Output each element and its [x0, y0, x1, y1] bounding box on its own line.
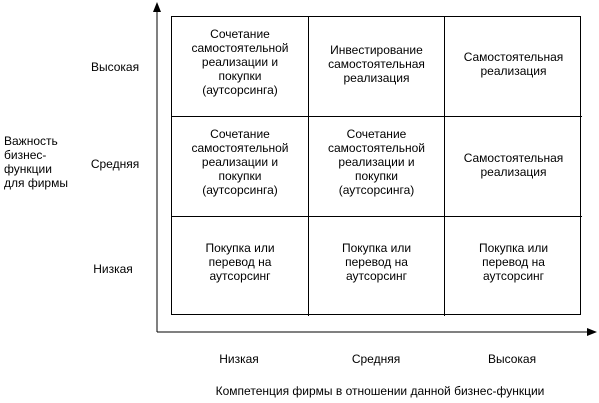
- y-axis-title: Важность бизнес- функции для фирмы: [4, 134, 68, 190]
- cell-low-medium: Покупка или перевод на аутсорсинг: [309, 217, 445, 316]
- y-level-low: Низкая: [93, 262, 133, 276]
- x-axis-arrowhead: [587, 328, 597, 336]
- cell-medium-low: Сочетание самостоятельной реализации и п…: [172, 117, 309, 217]
- x-level-high: Высокая: [487, 352, 537, 366]
- x-level-low: Низкая: [219, 352, 259, 366]
- cell-high-low: Сочетание самостоятельной реализации и п…: [172, 17, 309, 117]
- y-level-high: Высокая: [90, 60, 140, 74]
- cell-low-high: Покупка или перевод на аутсорсинг: [478, 241, 549, 283]
- cell-high-high: Самостоятельная реализация: [445, 17, 582, 117]
- cell-high-medium: Инвестирование самостоятельная реализаци…: [309, 17, 445, 117]
- cell-medium-high: Самостоятельная реализация: [445, 117, 582, 217]
- cell-low-low: Покупка или перевод на аутсорсинг: [172, 217, 309, 316]
- y-axis-arrowhead: [153, 2, 161, 12]
- cell-medium-medium: Сочетание самостоятельной реализации и п…: [309, 117, 445, 217]
- decision-matrix: Сочетание самостоятельной реализации и п…: [171, 16, 582, 316]
- x-level-medium: Средняя: [351, 352, 401, 366]
- y-level-medium: Средняя: [90, 157, 140, 171]
- x-axis-title: Компетенция фирмы в отношении данной биз…: [215, 384, 545, 398]
